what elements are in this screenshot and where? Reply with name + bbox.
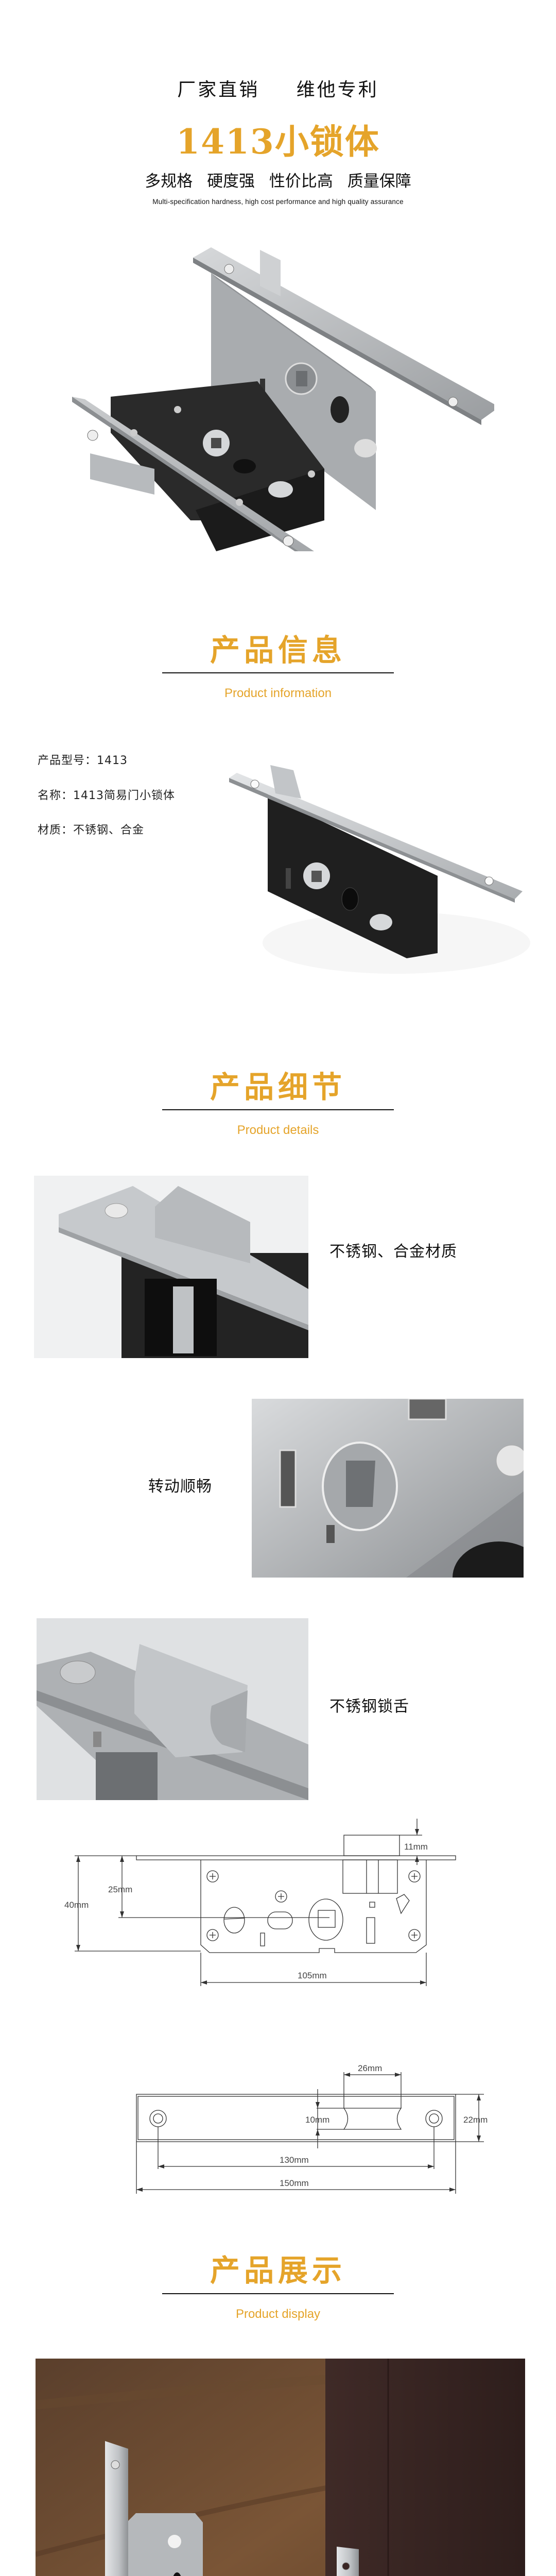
feature-quality: 质量保障 [347, 172, 411, 191]
dim-22mm: 22mm [463, 2115, 488, 2125]
hero-title: 1413小锁体 [176, 122, 380, 162]
feature-hardness: 硬度强 [207, 172, 255, 191]
detail-image-material [34, 1176, 308, 1358]
info-name-label: 名称： [38, 789, 74, 802]
info-model: 产品型号：1413 [38, 751, 128, 768]
dim-130mm: 130mm [280, 2155, 309, 2165]
info-model-value: 1413 [97, 754, 128, 767]
dim-10mm: 10mm [305, 2115, 329, 2125]
section-subtitle-product-display: Product display [235, 2307, 321, 2321]
section-title-product-details: 产品细节 [210, 1070, 346, 1105]
feature-value: 性价比高 [269, 172, 333, 191]
hero-features: 多规格 硬度强 性价比高 质量保障 [0, 168, 556, 191]
dim-150mm: 150mm [280, 2178, 309, 2188]
technical-drawing-faceplate: 26mm 10mm 22mm 130mm 150mm [136, 2063, 488, 2194]
section-divider [162, 1109, 394, 1110]
section-divider [162, 2293, 394, 2294]
info-material: 材质：不锈钢、合金 [38, 821, 144, 837]
info-name: 名称：1413简易门小锁体 [38, 786, 175, 803]
detail-image-rotation [252, 1399, 524, 1578]
info-material-label: 材质： [38, 824, 74, 837]
hero-english-subtitle: Multi-specification hardness, high cost … [152, 198, 404, 206]
section-title-product-display: 产品展示 [210, 2253, 346, 2288]
info-name-value: 1413简易门小锁体 [73, 789, 176, 802]
detail-caption-latch: 不锈钢锁舌 [329, 1698, 409, 1716]
dim-25mm: 25mm [108, 1885, 132, 1894]
hero-product-image [72, 247, 494, 551]
product-display-photo [36, 2359, 525, 2576]
hero-tagline: 厂家直销 维他专利 [0, 75, 556, 101]
detail-image-latch [37, 1618, 308, 1800]
section-subtitle-product-info: Product information [224, 686, 332, 700]
dim-105mm: 105mm [298, 1971, 327, 1980]
dim-40mm: 40mm [64, 1900, 89, 1910]
info-model-label: 产品型号： [38, 754, 97, 767]
dim-11mm: 11mm [404, 1842, 428, 1852]
dim-26mm: 26mm [358, 2063, 382, 2073]
section-subtitle-product-details: Product details [237, 1123, 319, 1137]
section-divider [162, 672, 394, 673]
hero-tag-patent: 维他专利 [296, 79, 379, 100]
detail-caption-rotation: 转动顺畅 [148, 1478, 212, 1496]
feature-spec: 多规格 [145, 172, 193, 191]
detail-caption-material: 不锈钢、合金材质 [329, 1243, 457, 1261]
info-material-value: 不锈钢、合金 [73, 824, 145, 837]
hero-tag-factory: 厂家直销 [177, 79, 260, 100]
technical-drawing-side: 40mm 25mm 11mm 105mm [64, 1819, 456, 1986]
product-info-image [229, 765, 530, 974]
section-title-product-info: 产品信息 [210, 633, 346, 668]
